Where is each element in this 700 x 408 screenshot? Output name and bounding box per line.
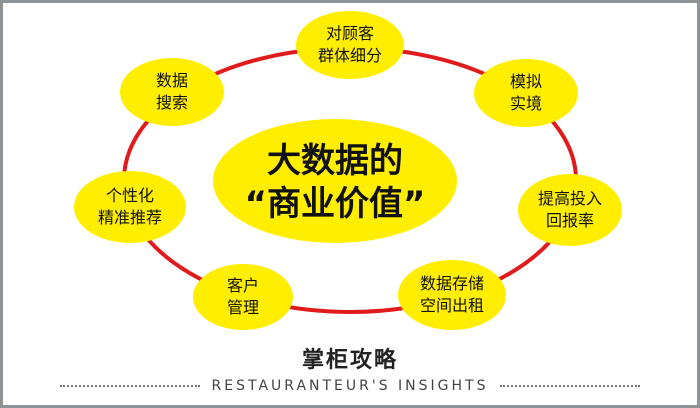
node-search: 数据 搜索 [120, 58, 224, 126]
node-storage-line2: 空间出租 [420, 296, 484, 315]
node-crm: 客户 管理 [193, 264, 293, 330]
footer-tagline-row: RESTAURANTEUR'S INSIGHTS [60, 376, 641, 396]
node-crm-line1: 客户 [227, 276, 259, 295]
node-recommendation-line1: 个性化 [106, 186, 154, 205]
node-roi-line2: 回报率 [546, 211, 594, 230]
node-simulation-line2: 实境 [510, 94, 542, 113]
dotted-divider-left [60, 385, 200, 387]
node-simulation: 模拟 实境 [474, 59, 578, 127]
node-search-line2: 搜索 [156, 93, 188, 112]
center-title-line1: 大数据的 [267, 141, 403, 181]
node-simulation-line1: 模拟 [510, 72, 542, 91]
node-segmentation-line1: 对顾客 [326, 24, 374, 43]
footer-tagline: RESTAURANTEUR'S INSIGHTS [211, 378, 489, 394]
brand-title: 掌柜攻略 [301, 348, 398, 373]
node-search-line1: 数据 [156, 71, 188, 90]
center-node: 大数据的 “商业价值” [213, 119, 457, 243]
node-segmentation-line2: 群体细分 [318, 46, 382, 65]
node-storage-line1: 数据存储 [420, 274, 484, 293]
dotted-divider-right [500, 385, 641, 387]
node-recommendation-line2: 精准推荐 [98, 208, 162, 227]
node-segmentation: 对顾客 群体细分 [296, 11, 404, 79]
center-title-line2: “商业价值” [245, 184, 426, 224]
node-roi: 提高投入 回报率 [518, 174, 622, 246]
node-recommendation: 个性化 精准推荐 [74, 171, 186, 243]
node-crm-line2: 管理 [227, 298, 259, 317]
node-storage: 数据存储 空间出租 [398, 260, 506, 330]
node-roi-line1: 提高投入 [538, 189, 602, 208]
